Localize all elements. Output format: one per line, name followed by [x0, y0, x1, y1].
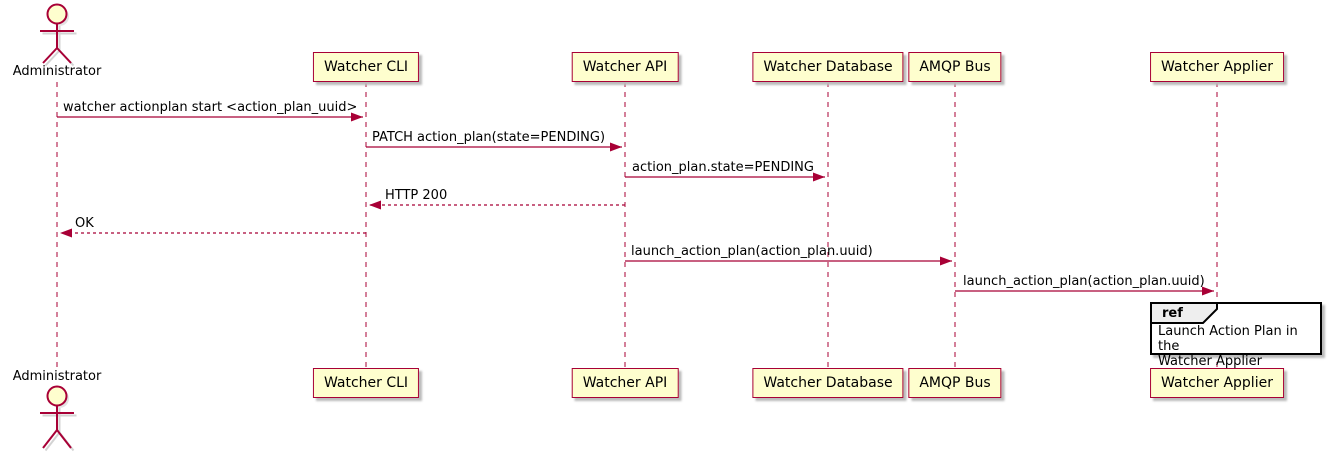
ref-header-pentagon: [1150, 302, 1218, 324]
actor-label-bottom: Administrator: [12, 369, 102, 384]
message-label-5: OK: [75, 216, 94, 231]
actor-figure-top-icon: [40, 3, 74, 64]
ref-fragment: ref Launch Action Plan in the Watcher Ap…: [1150, 302, 1322, 369]
actor-figure-bottom-icon: [40, 385, 74, 449]
message-label-2: PATCH action_plan(state=PENDING): [372, 130, 606, 145]
participant-watcher-cli-top: Watcher CLI: [312, 52, 420, 82]
participant-watcher-database-bottom: Watcher Database: [752, 368, 904, 398]
message-label-1: watcher actionplan start <action_plan_uu…: [63, 100, 358, 115]
message-arrows: [57, 112, 1214, 296]
participant-watcher-applier-top: Watcher Applier: [1150, 52, 1284, 82]
ref-body-text: Launch Action Plan in the Watcher Applie…: [1158, 324, 1298, 369]
message-label-3: action_plan.state=PENDING: [632, 160, 814, 175]
participant-watcher-applier-bottom: Watcher Applier: [1150, 368, 1284, 398]
participant-watcher-cli-bottom: Watcher CLI: [312, 368, 420, 398]
message-label-7: launch_action_plan(action_plan.uuid): [963, 274, 1205, 289]
lifelines: [56, 82, 1218, 368]
message-label-4: HTTP 200: [385, 188, 448, 203]
message-label-6: launch_action_plan(action_plan.uuid): [631, 244, 873, 259]
participant-amqp-bus-top: AMQP Bus: [908, 52, 1002, 82]
ref-keyword: ref: [1162, 306, 1183, 321]
participant-watcher-api-bottom: Watcher API: [571, 368, 679, 398]
participant-amqp-bus-bottom: AMQP Bus: [908, 368, 1002, 398]
actor-label-top: Administrator: [12, 64, 102, 79]
participant-watcher-api-top: Watcher API: [571, 52, 679, 82]
participant-watcher-database-top: Watcher Database: [752, 52, 904, 82]
